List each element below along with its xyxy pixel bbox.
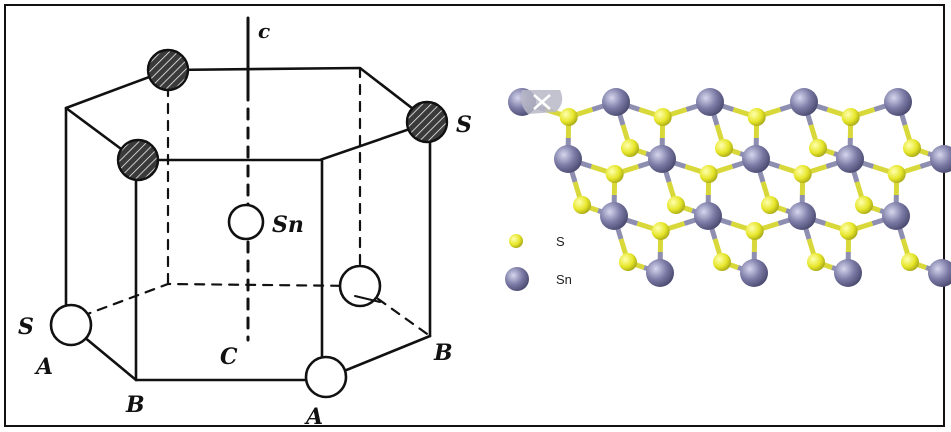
sn-atom — [928, 259, 951, 287]
s-atom — [651, 222, 670, 240]
close-icon — [520, 90, 563, 114]
s-atom — [887, 165, 906, 183]
sn-atom — [696, 88, 724, 116]
label-s-top-right: S — [456, 112, 472, 138]
s-atom — [745, 222, 764, 240]
label-b-right: B — [433, 340, 453, 366]
s-atom — [619, 253, 637, 271]
s-atom-left — [49, 303, 93, 347]
s-atom — [715, 139, 733, 157]
sn-atom — [836, 145, 864, 173]
sn-atom — [742, 145, 770, 173]
s-atom — [699, 165, 718, 183]
sn-atom — [554, 145, 582, 173]
bottom-hexagon-front — [64, 320, 432, 382]
sn-atom — [834, 259, 862, 287]
sn-atom — [740, 259, 768, 287]
sn-atom — [602, 88, 630, 116]
s-atom — [841, 108, 860, 126]
s-atom — [793, 165, 812, 183]
s-atom — [903, 139, 921, 157]
sn-atom-center — [227, 203, 265, 241]
a-atom-front — [304, 355, 348, 399]
s-atom — [901, 253, 919, 271]
label-axis-c-top: c — [258, 19, 270, 43]
s-atom — [559, 108, 578, 126]
label-sn-center: Sn — [272, 212, 304, 238]
legend-s-swatch — [509, 234, 523, 248]
sn-atom — [648, 145, 676, 173]
s-atom — [839, 222, 858, 240]
s-atom — [667, 196, 685, 214]
open-atom-right-inner — [354, 295, 381, 303]
legend-sn-label: Sn — [556, 272, 572, 287]
s-atom — [605, 165, 624, 183]
s-atom — [621, 139, 639, 157]
s-atom — [809, 139, 827, 157]
label-s-left: S — [18, 314, 34, 340]
lattice-legend: S Sn — [505, 234, 572, 291]
legend-sn-swatch — [505, 267, 529, 291]
s-atom — [761, 196, 779, 214]
s-atom — [653, 108, 672, 126]
hexagonal-unit-cell — [49, 16, 449, 399]
s-atom — [747, 108, 766, 126]
label-a-front: A — [304, 404, 323, 430]
sn-atom — [646, 259, 674, 287]
sns2-lattice — [508, 88, 951, 287]
s-atom — [713, 253, 731, 271]
s-atom — [807, 253, 825, 271]
sn-atom — [882, 202, 910, 230]
sn-atom — [694, 202, 722, 230]
sn-atom — [930, 145, 951, 173]
label-b-front: B — [125, 392, 145, 418]
s-atom-top-front — [116, 138, 160, 182]
sn-atom — [788, 202, 816, 230]
label-a-left: A — [34, 354, 53, 380]
s-atom-top-right — [405, 100, 449, 144]
legend-s-label: S — [556, 234, 565, 249]
open-atom-right — [338, 264, 382, 308]
label-axis-c-bottom: C — [220, 344, 238, 370]
s-atom — [855, 196, 873, 214]
bottom-hexagon-back — [64, 282, 432, 338]
sn-atom — [600, 202, 628, 230]
sn-atom — [884, 88, 912, 116]
s-atom — [573, 196, 591, 214]
s-atom-top-back — [146, 48, 190, 92]
sn-atom — [790, 88, 818, 116]
